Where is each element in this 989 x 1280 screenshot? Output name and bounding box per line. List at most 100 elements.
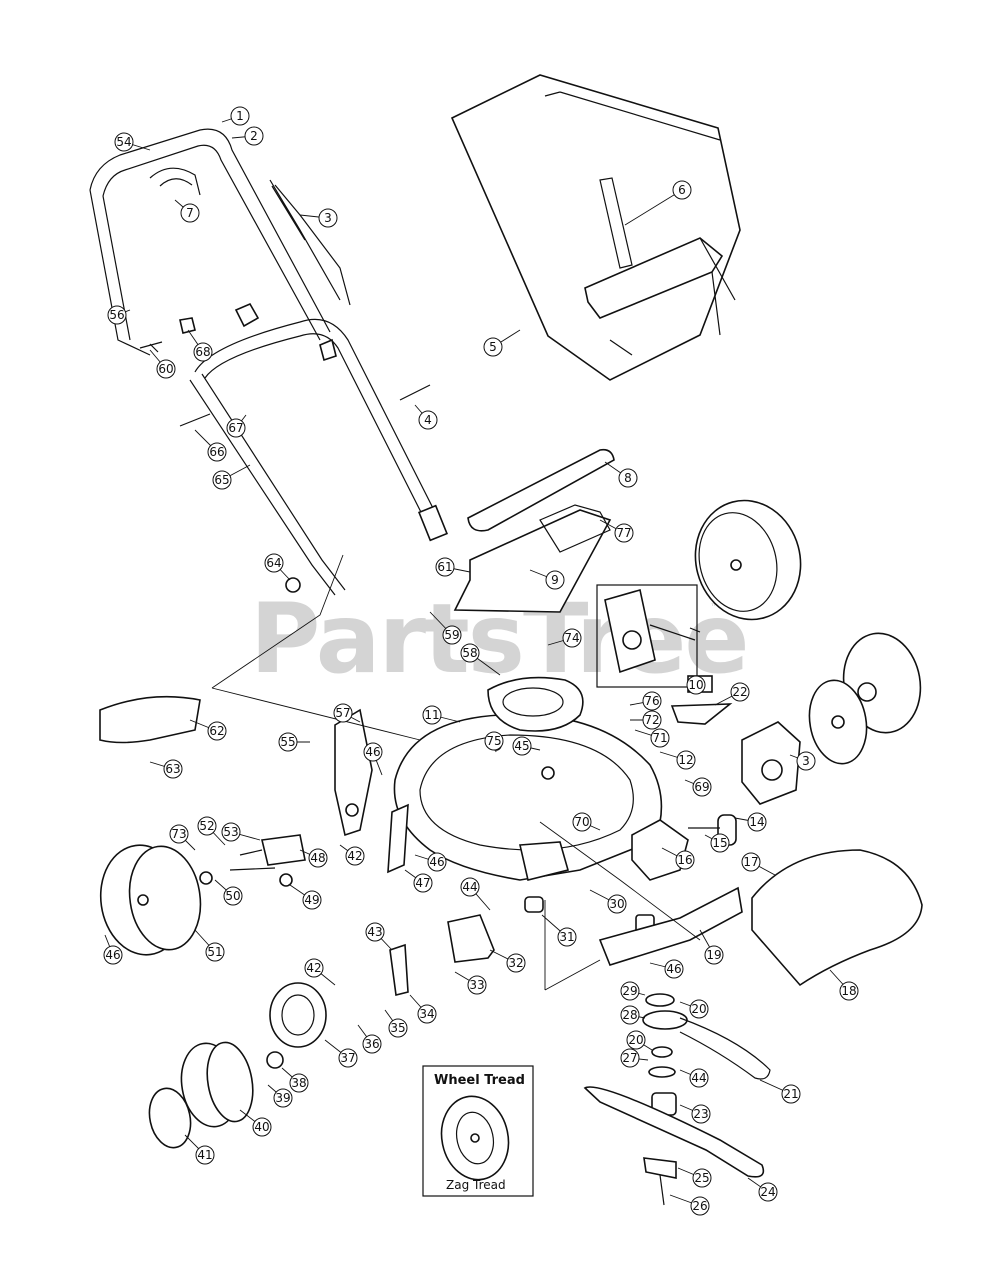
callout-circle	[418, 410, 438, 430]
callout-39: 39	[267, 1084, 293, 1108]
callout-number: 71	[652, 731, 667, 745]
callout-46: 46	[414, 852, 447, 872]
mower-blade	[583, 1086, 765, 1206]
callout-58: 58	[460, 643, 501, 676]
callout-circle	[758, 1182, 778, 1202]
callout-circle	[413, 873, 433, 893]
callout-circle	[692, 777, 712, 797]
callout-number: 42	[347, 849, 362, 863]
callout-circle	[345, 846, 365, 866]
callout-number: 23	[693, 1107, 708, 1121]
callout-21: 21	[759, 1079, 801, 1104]
left-rear-wheel	[99, 844, 202, 956]
callout-number: 67	[228, 421, 243, 435]
inset-title: Wheel Tread	[434, 1073, 525, 1088]
callout-55: 55	[278, 732, 310, 752]
callout-circle	[362, 1034, 382, 1054]
discharge-chute	[453, 448, 615, 613]
callout-29: 29	[620, 981, 646, 1001]
callout-77: 77	[599, 519, 634, 543]
callout-number: 52	[199, 819, 214, 833]
callout-number: 34	[419, 1007, 434, 1021]
callout-circle	[642, 710, 662, 730]
callout-number: 53	[223, 825, 238, 839]
callout-circle	[363, 742, 383, 762]
axle-parts	[519, 841, 655, 934]
callout-number: 46	[365, 745, 380, 759]
watermark-trademark: ™	[710, 603, 719, 613]
callout-number: 2	[250, 129, 258, 143]
callout-number: 44	[462, 880, 477, 894]
callout-circle	[483, 337, 503, 357]
callout-44: 44	[679, 1068, 709, 1088]
callout-46: 46	[363, 742, 383, 776]
callout-circle	[672, 180, 692, 200]
callout-circle	[506, 953, 526, 973]
callout-circle	[417, 1004, 437, 1024]
callout-14: 14	[734, 812, 767, 832]
callout-46: 46	[103, 934, 123, 965]
callout-circle	[572, 812, 592, 832]
callout-circle	[664, 959, 684, 979]
callout-number: 40	[254, 1120, 269, 1134]
height-adjuster-inset	[596, 584, 713, 693]
callout-circle	[163, 759, 183, 779]
callout-number: 25	[694, 1171, 709, 1185]
callout-46: 46	[649, 959, 684, 979]
callout-number: 75	[486, 734, 501, 748]
callout-61: 61	[435, 557, 471, 577]
callout-number: 64	[266, 556, 281, 570]
left-axle-parts	[199, 834, 306, 887]
callout-circle	[223, 886, 243, 906]
callout-23: 23	[679, 1104, 711, 1124]
callout-circle	[796, 751, 816, 771]
callout-24: 24	[747, 1177, 778, 1202]
callout-number: 3	[324, 211, 332, 225]
callout-52: 52	[197, 816, 226, 846]
callout-59: 59	[429, 611, 462, 645]
callout-circle	[197, 816, 217, 836]
callout-71: 71	[634, 728, 670, 748]
callout-number: 51	[207, 945, 222, 959]
callout-41: 41	[184, 1134, 215, 1165]
callout-circle	[675, 850, 695, 870]
callout-number: 63	[165, 762, 180, 776]
callout-12: 12	[659, 750, 696, 770]
callout-74: 74	[547, 628, 582, 648]
callout-circle	[365, 922, 385, 942]
callout-number: 33	[469, 978, 484, 992]
callout-number: 55	[280, 735, 295, 749]
callout-number: 31	[559, 930, 574, 944]
callout-circle	[302, 890, 322, 910]
callout-circle	[614, 523, 634, 543]
callout-27: 27	[620, 1048, 649, 1068]
callout-50: 50	[214, 879, 243, 906]
callout-circle	[273, 1088, 293, 1108]
callout-26: 26	[669, 1194, 710, 1216]
callout-circle	[741, 852, 761, 872]
callout-number: 29	[622, 984, 637, 998]
callout-15: 15	[704, 833, 730, 853]
callout-number: 10	[688, 678, 703, 692]
callout-1: 1	[221, 106, 250, 126]
callout-circle	[435, 557, 455, 577]
callout-number: 22	[732, 685, 747, 699]
callout-circle	[704, 945, 724, 965]
callout-40: 40	[239, 1109, 272, 1137]
pivot-bolt	[399, 384, 431, 401]
callout-circle	[338, 1048, 358, 1068]
callout-22: 22	[714, 682, 750, 706]
callout-circle	[304, 958, 324, 978]
upper-handle	[89, 128, 341, 356]
callout-circle	[308, 848, 328, 868]
callout-circle	[207, 442, 227, 462]
callout-circle	[626, 1030, 646, 1050]
callout-number: 19	[706, 948, 721, 962]
callout-75: 75	[484, 731, 504, 753]
callout-circle	[607, 894, 627, 914]
callout-circle	[442, 625, 462, 645]
callout-63: 63	[149, 759, 183, 779]
callout-number: 5	[489, 340, 497, 354]
callout-number: 62	[209, 724, 224, 738]
callout-circle	[460, 877, 480, 897]
